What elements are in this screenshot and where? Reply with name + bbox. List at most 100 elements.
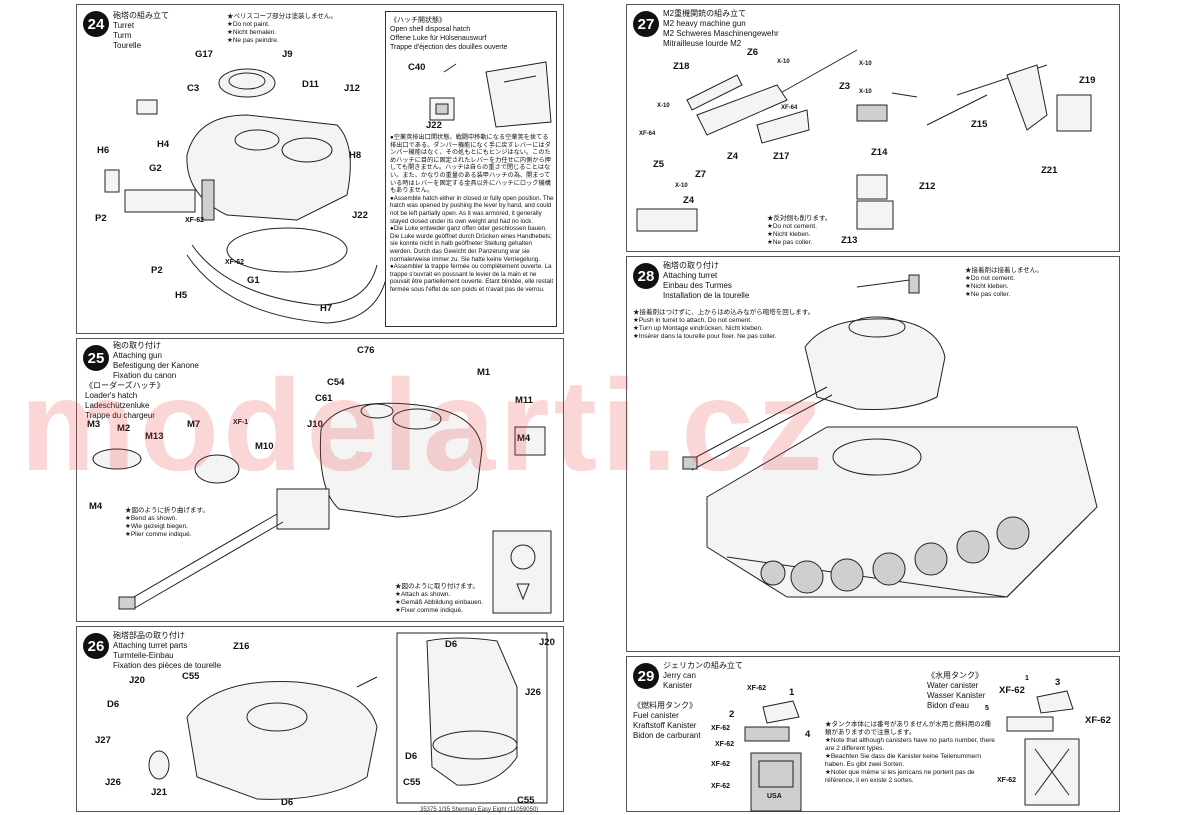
label-Z15: Z15 [971, 119, 988, 130]
label-J20b: J20 [539, 637, 555, 648]
label-M10: M10 [255, 441, 274, 452]
step29-note: ★タンク本体には番号がありませんが水用と燃料用の2種類がありますので注意します。… [825, 721, 995, 784]
label-M11: M11 [515, 395, 533, 406]
step27-header: M2重機関銃の組み立て M2 heavy machine gun M2 Schw… [663, 9, 779, 48]
label-X10c: X-10 [657, 103, 670, 109]
label-XF62b: XF-62 [225, 259, 245, 266]
label-Z6: Z6 [747, 47, 759, 58]
label-Z7: Z7 [695, 169, 707, 180]
label-Z16: Z16 [233, 641, 250, 652]
label-29-XF62g: 5 [985, 705, 989, 712]
label-Z17: Z17 [773, 151, 790, 162]
label-P2b: P2 [151, 265, 163, 276]
label-D6b: D6 [281, 797, 294, 808]
label-D6d: D6 [405, 751, 418, 762]
label-29-3: XF-62 [999, 685, 1025, 696]
label-C54: C54 [327, 377, 345, 388]
label-Z12: Z12 [919, 181, 936, 192]
fuel-canister-header: 《燃料用タンク》 Fuel canister Kraftstoff Kanist… [633, 701, 701, 740]
label-29-XF62h: XF-62 [997, 777, 1017, 784]
step26-panel: 26 砲塔部品の取り付け Attaching turret parts Turm… [76, 626, 564, 812]
label-G2: G2 [149, 163, 162, 174]
label-29-5: XF-62 [1085, 715, 1111, 726]
label-M1: M1 [477, 367, 491, 378]
water-canister-header: 《水用タンク》 Water canister Wasser Kanister B… [927, 671, 986, 710]
step28-push-note: ★接着剤はつけずに、上からはめ込みながら砲塔を回します。 ★Push in tu… [633, 309, 815, 340]
label-29-XF62b: XF-62 [711, 725, 731, 732]
bend-note: ★図のように折り曲げます。 ★Bend as shown. ★Wie gezei… [125, 507, 209, 538]
step25-number: 25 [83, 345, 109, 371]
label-C3: C3 [187, 83, 200, 94]
label-J22-hatch: J22 [426, 120, 442, 131]
label-J10: J10 [307, 419, 323, 430]
label-C55: C55 [182, 671, 200, 682]
label-X10e: X-10 [859, 89, 872, 95]
step28-number: 28 [633, 263, 659, 289]
label-M13: M13 [145, 431, 164, 442]
label-P2: P2 [95, 213, 107, 224]
step26-header: 砲塔部品の取り付け Attaching turret parts Turmtei… [113, 631, 222, 670]
label-Z5: Z5 [653, 159, 665, 170]
hatch-drawing [429, 61, 552, 128]
step28-tank-drawing [682, 274, 1098, 598]
label-H8: H8 [349, 150, 362, 161]
label-X10b: X-10 [859, 61, 872, 67]
label-J20: J20 [129, 675, 145, 686]
step24-header: 砲塔の組み立て Turret Turm Tourelle [113, 11, 169, 50]
label-J12: J12 [344, 83, 360, 94]
label-Z13: Z13 [841, 235, 858, 246]
label-C55c: C55 [517, 795, 535, 806]
label-XF64b: XF-64 [781, 105, 798, 111]
hatch-text: ●空薬莢排出口開状態。戦闘中移動になる空薬莢を捨てる排出口である。ダンパー機能に… [390, 134, 554, 293]
step27-number: 27 [633, 11, 659, 37]
label-J26: J26 [105, 777, 121, 788]
label-29-1: 1 [789, 687, 795, 698]
label-Z14: Z14 [871, 147, 888, 158]
label-C61: C61 [315, 393, 333, 404]
usa-marking: USA [767, 793, 782, 800]
loader-hatch-header: 《ローダーズハッチ》 Loader's hatch Ladeschützenlu… [85, 381, 165, 420]
label-C76: C76 [357, 345, 375, 356]
step24-paint-note: ★ペリスコープ部分は塗装しません。 ★Do not paint. ★Nicht … [227, 13, 337, 44]
label-X10d: X-10 [675, 183, 688, 189]
label-G17: G17 [195, 49, 213, 60]
label-29-XF62c: XF-62 [715, 741, 735, 748]
step26-number: 26 [83, 633, 109, 659]
label-M7: M7 [187, 419, 201, 430]
label-Z18: Z18 [673, 61, 690, 72]
label-H4: H4 [157, 139, 170, 150]
step29-header: ジェリカンの組み立て Jerry can Kanister [663, 661, 743, 690]
page-footer: 35375 1/35 Sherman Easy Eight (11059050) [420, 807, 539, 813]
step24-number: 24 [83, 11, 109, 37]
label-H5: H5 [175, 290, 188, 301]
label-29-1b: 3 [1055, 677, 1061, 688]
step25-header: 砲の取り付け Attaching gun Befestigung der Kan… [113, 341, 199, 380]
label-Z19: Z19 [1079, 75, 1096, 86]
label-Z21: Z21 [1041, 165, 1058, 176]
label-XF1: XF-1 [233, 419, 249, 426]
label-J27: J27 [95, 735, 111, 746]
step29-drawing [744, 690, 1080, 812]
label-C55b: C55 [403, 777, 421, 788]
label-29-XF62d: XF-62 [711, 761, 731, 768]
label-H7: H7 [320, 303, 333, 314]
label-D11: D11 [302, 79, 319, 90]
step27-no-cement: ★反対側も削ります。 ★Do not cement. ★Nicht kleben… [767, 215, 832, 246]
label-29-4: 4 [805, 729, 811, 740]
label-C40: C40 [408, 62, 426, 73]
label-M4: M4 [89, 501, 103, 512]
label-J21: J21 [151, 787, 167, 798]
label-M3: M3 [87, 419, 101, 430]
step29-number: 29 [633, 663, 659, 689]
step26-drawing [148, 632, 548, 804]
label-J26b: J26 [525, 687, 541, 698]
label-Z3: Z3 [839, 81, 851, 92]
label-H6: H6 [97, 145, 110, 156]
step27-panel: 27 M2重機関銃の組み立て M2 heavy machine gun M2 S… [626, 4, 1120, 252]
label-X10a: X-10 [777, 59, 790, 65]
step25-drawing [92, 402, 552, 614]
label-G1: G1 [247, 275, 260, 286]
label-J9: J9 [282, 49, 293, 60]
label-J22: J22 [352, 210, 368, 221]
step24-panel: 24 砲塔の組み立て Turret Turm Tourelle ★ペリスコープ部… [76, 4, 564, 334]
